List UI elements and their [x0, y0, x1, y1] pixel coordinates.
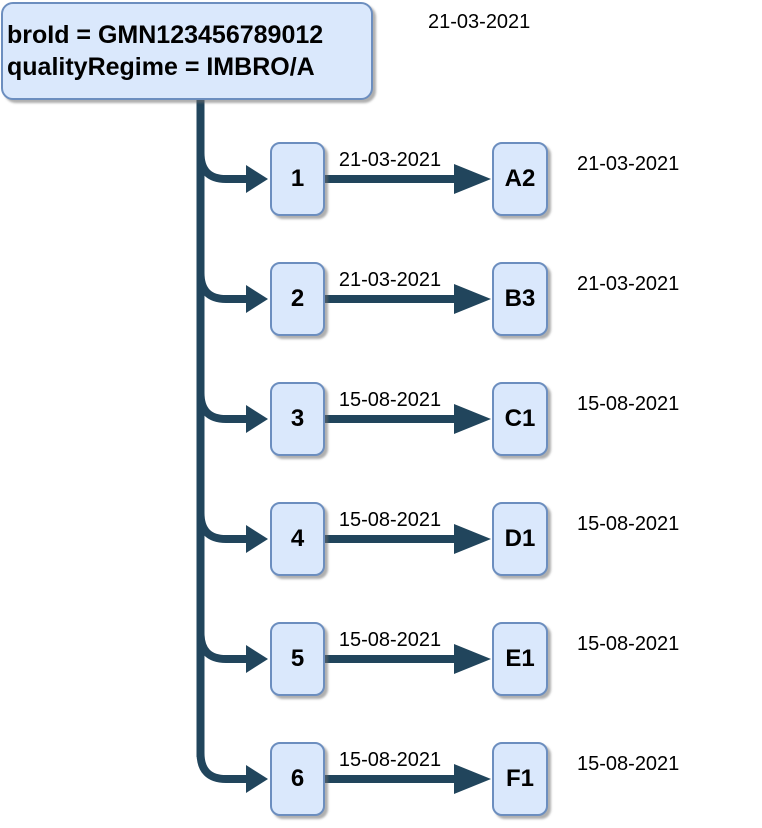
version-node-D1[interactable]: D1 [492, 502, 548, 576]
root-node-broid-label: broId = GMN123456789012 [7, 21, 324, 49]
revision-row-5: 5 15-08-2021 E1 15-08-2021 [0, 622, 762, 704]
version-node-B3[interactable]: B3 [492, 262, 548, 336]
revision-row-3: 3 15-08-2021 C1 15-08-2021 [0, 382, 762, 464]
branch-connector-5 [196, 632, 246, 663]
branch-arrowhead-2 [246, 285, 268, 313]
sequence-node-5[interactable]: 5 [270, 622, 325, 696]
root-node-qualityregime-label: qualityRegime = IMBRO/A [7, 53, 315, 81]
revision-row-2: 2 21-03-2021 B3 21-03-2021 [0, 262, 762, 344]
edge-date-label-2: 21-03-2021 [338, 269, 442, 291]
branch-connector-1 [196, 152, 246, 183]
arrowhead-6 [454, 764, 491, 794]
root-date-label: 21-03-2021 [428, 11, 531, 33]
revision-row-6: 6 15-08-2021 F1 15-08-2021 [0, 742, 762, 824]
branch-arrowhead-6 [246, 765, 268, 793]
edge-date-label-1: 21-03-2021 [338, 149, 442, 171]
row-date-label-1: 21-03-2021 [577, 153, 680, 175]
sequence-node-6[interactable]: 6 [270, 742, 325, 816]
version-node-C1[interactable]: C1 [492, 382, 548, 456]
branch-arrowhead-4 [246, 525, 268, 553]
branch-arrowhead-1 [246, 165, 268, 193]
sequence-node-1[interactable]: 1 [270, 142, 325, 216]
version-node-E1[interactable]: E1 [492, 622, 548, 696]
edge-date-label-5: 15-08-2021 [338, 629, 442, 651]
arrowhead-4 [454, 524, 491, 554]
branch-connector-6 [196, 752, 246, 783]
row-date-label-6: 15-08-2021 [577, 753, 680, 775]
sequence-node-3[interactable]: 3 [270, 382, 325, 456]
edge-date-label-4: 15-08-2021 [338, 509, 442, 531]
branch-connector-2 [196, 272, 246, 303]
arrowhead-3 [454, 404, 491, 434]
edge-date-label-6: 15-08-2021 [338, 749, 442, 771]
version-node-F1[interactable]: F1 [492, 742, 548, 816]
revision-row-1: 1 21-03-2021 A2 21-03-2021 [0, 142, 762, 224]
arrowhead-2 [454, 284, 491, 314]
version-node-A2[interactable]: A2 [492, 142, 548, 216]
branch-connector-4 [196, 512, 246, 543]
row-date-label-5: 15-08-2021 [577, 633, 680, 655]
branch-arrowhead-3 [246, 405, 268, 433]
arrowhead-1 [454, 164, 491, 194]
branch-arrowhead-5 [246, 645, 268, 673]
branch-connector-3 [196, 392, 246, 423]
sequence-node-2[interactable]: 2 [270, 262, 325, 336]
row-date-label-3: 15-08-2021 [577, 393, 680, 415]
row-date-label-4: 15-08-2021 [577, 513, 680, 535]
arrowhead-5 [454, 644, 491, 674]
root-node[interactable]: broId = GMN123456789012 qualityRegime = … [1, 2, 373, 100]
row-date-label-2: 21-03-2021 [577, 273, 680, 295]
revision-row-4: 4 15-08-2021 D1 15-08-2021 [0, 502, 762, 584]
edge-date-label-3: 15-08-2021 [338, 389, 442, 411]
sequence-node-4[interactable]: 4 [270, 502, 325, 576]
